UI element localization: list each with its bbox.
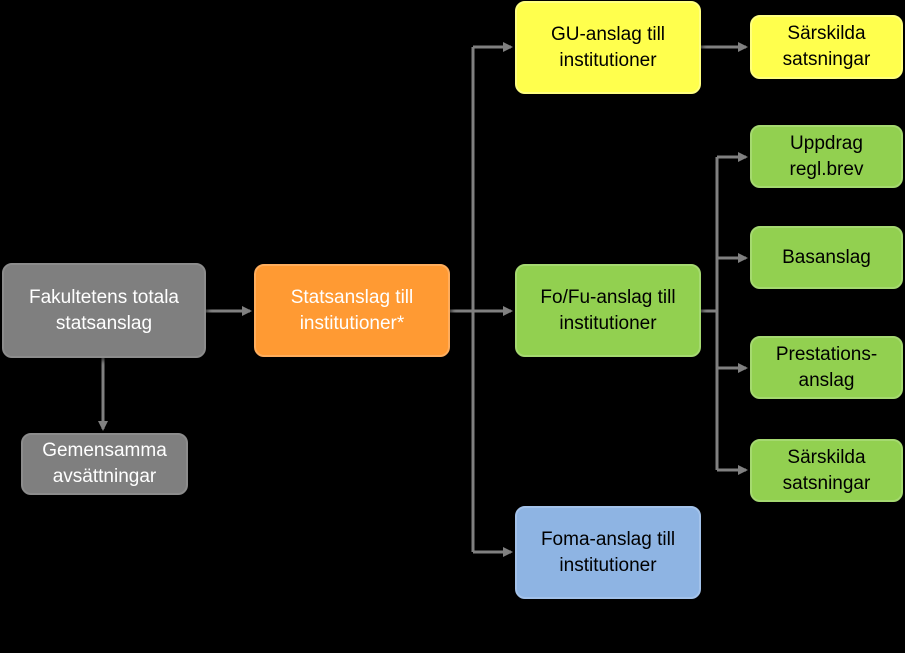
node-fakultetens-totala-statsanslag: Fakultetens totala statsanslag	[2, 263, 206, 358]
node-sarskilda-satsningar-gu: Särskilda satsningar	[750, 15, 903, 79]
node-label: GU-anslag till institutioner	[550, 23, 666, 71]
node-gemensamma-avsattningar: Gemensamma avsättningar	[21, 433, 188, 495]
node-label: Fakultetens totala statsanslag	[29, 286, 179, 334]
node-prestationsanslag: Prestations- anslag	[750, 336, 903, 399]
node-statsanslag-till-institutioner: Statsanslag till institutioner*	[254, 264, 450, 357]
node-uppdrag-regl-brev: Uppdrag regl.brev	[750, 125, 903, 188]
node-gu-anslag: GU-anslag till institutioner	[515, 1, 701, 94]
node-label: Uppdrag regl.brev	[789, 132, 864, 180]
node-label: Prestations- anslag	[775, 343, 878, 391]
node-label: Särskilda satsningar	[782, 23, 871, 70]
node-foma-anslag: Foma-anslag till institutioner	[515, 506, 701, 599]
node-basanslag: Basanslag	[750, 226, 903, 289]
node-label: Foma-anslag till institutioner	[540, 528, 676, 576]
node-sarskilda-satsningar-fofu: Särskilda satsningar	[750, 439, 903, 502]
node-label: Fo/Fu-anslag till institutioner	[540, 286, 676, 334]
node-label: Särskilda satsningar	[782, 446, 871, 494]
node-label: Gemensamma avsättningar	[42, 440, 167, 487]
node-label: Basanslag	[782, 246, 871, 268]
node-fofu-anslag: Fo/Fu-anslag till institutioner	[515, 264, 701, 357]
node-label: Statsanslag till institutioner*	[290, 286, 414, 334]
